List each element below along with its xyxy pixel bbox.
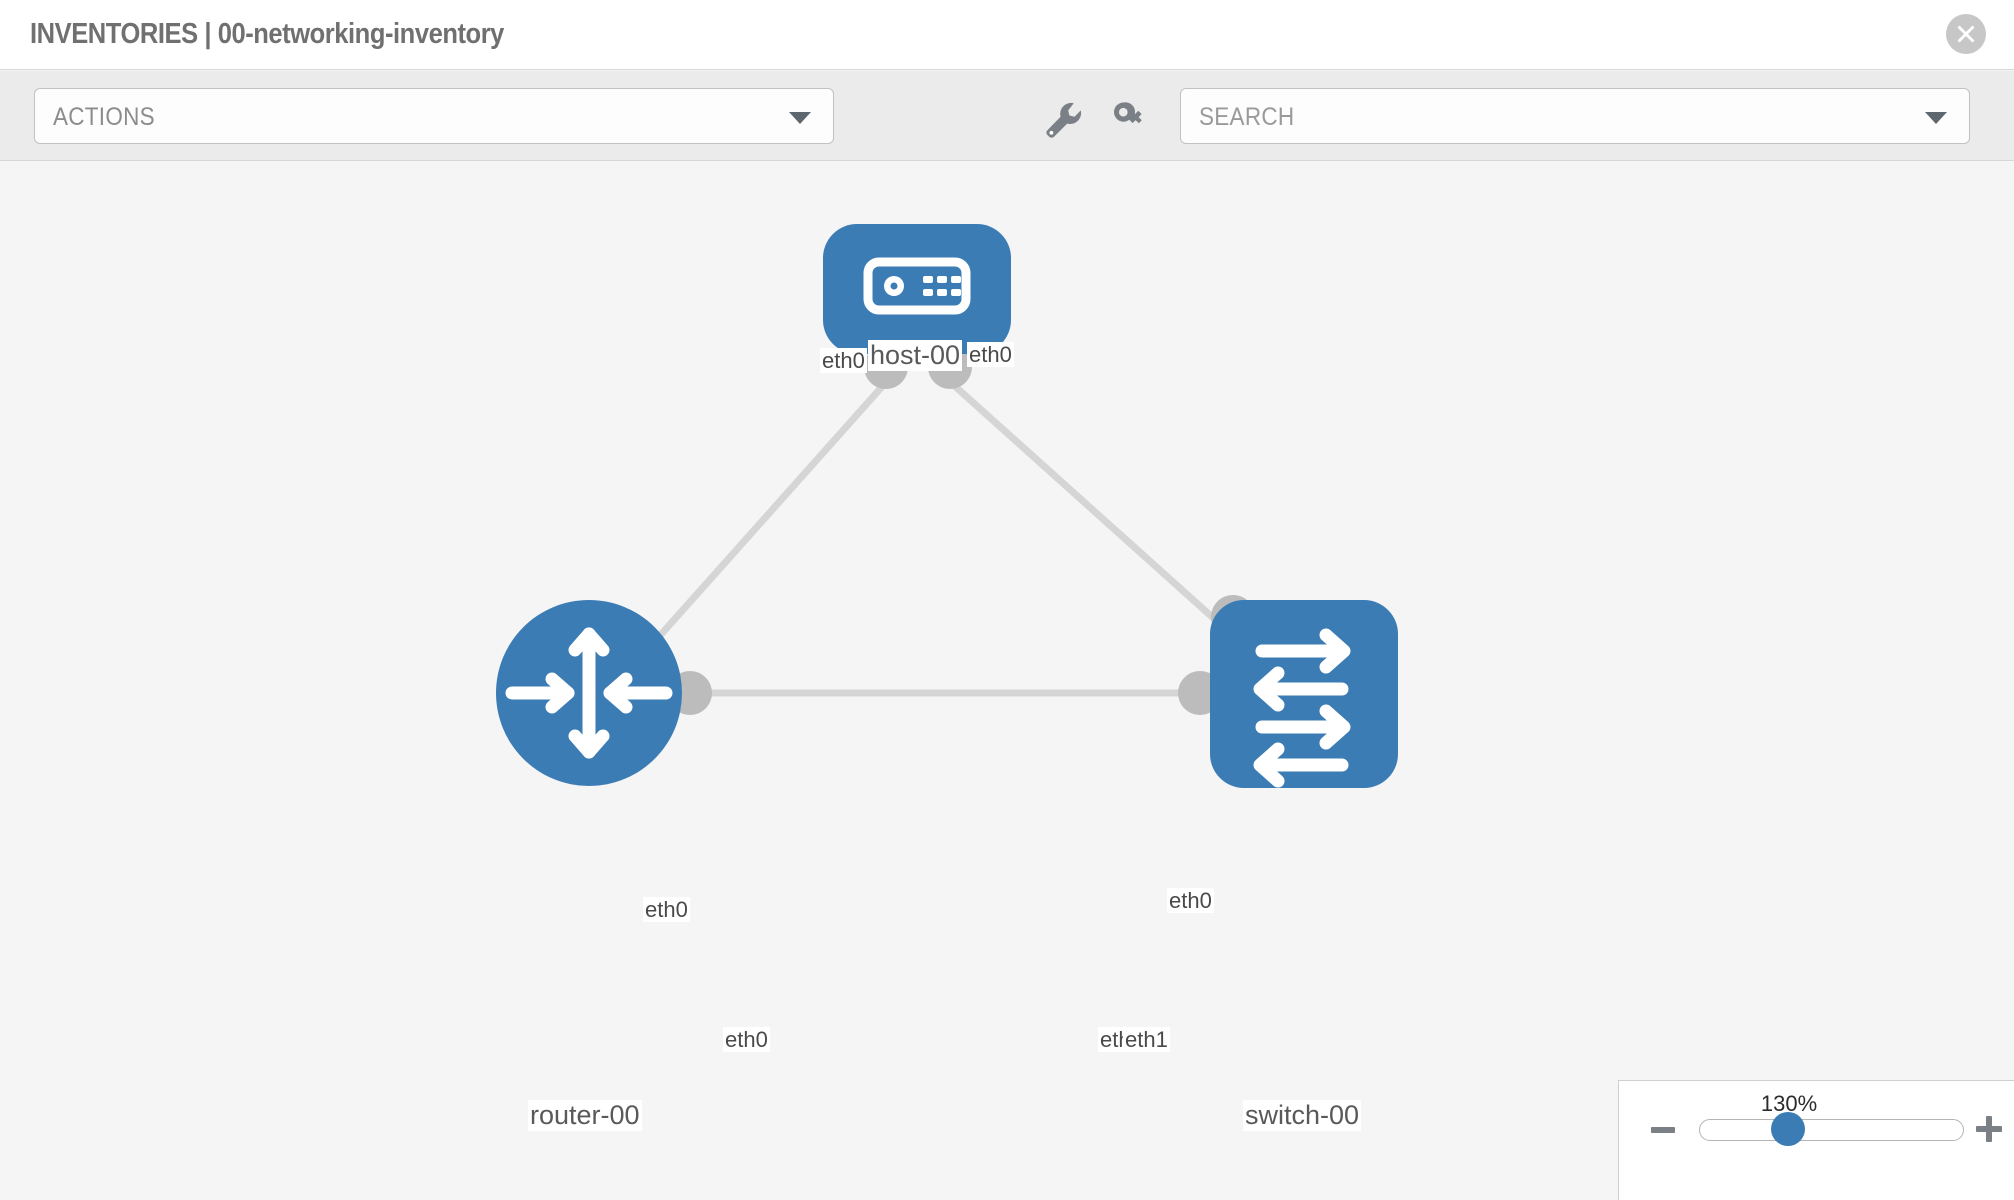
iface-label-switch-up: eth0 [1167,888,1214,914]
edge-host-router [637,377,891,661]
node-switch-00 [1210,600,1398,788]
zoom-level-value: 130% [1760,1091,1818,1116]
iface-label-host-right: eth0 [967,342,1014,368]
node-label-host-00: host-00 [868,340,963,372]
edge-host-switch [945,377,1243,645]
switch-icon [1253,628,1351,788]
server-icon [863,257,971,315]
topology-graph [496,224,1398,788]
actions-dropdown-label: ACTIONS [53,103,155,131]
page-header: INVENTORIES | 00-networking-inventory [0,0,2014,70]
zoom-in-button[interactable] [1976,1116,2002,1142]
wrench-icon[interactable] [1040,99,1086,139]
node-host-00 [823,224,1011,354]
node-label-switch-00: switch-00 [1243,1100,1362,1132]
actions-dropdown[interactable]: ACTIONS [34,88,834,144]
zoom-slider-thumb[interactable] [1771,1112,1805,1146]
topology-edges [637,377,1243,697]
search-placeholder: SEARCH [1199,103,1295,131]
router-icon [505,627,673,759]
iface-label-host-left: eth0 [820,348,867,374]
node-label-router-00: router-00 [528,1100,642,1132]
iface-label-router-right: eth0 [723,1027,770,1053]
search-input[interactable]: SEARCH [1180,88,1970,144]
zoom-slider-track[interactable] [1699,1119,1964,1141]
zoom-out-button[interactable] [1651,1127,1675,1133]
iface-label-switch-left: eth1 [1123,1027,1170,1053]
node-router-00 [496,600,682,786]
toolbar: ACTIONS SEARCH [0,71,2014,161]
close-icon[interactable] [1946,14,1986,54]
zoom-control-panel: 130% [1618,1080,2014,1200]
iface-label-router-up: eth0 [643,897,690,923]
chevron-down-icon[interactable] [1925,112,1947,124]
page-title: INVENTORIES | 00-networking-inventory [30,18,504,50]
topology-canvas[interactable]: eth0 eth0 eth0 eth0 eth0 eth0 eth1 host-… [0,162,2014,1200]
key-icon[interactable] [1110,99,1156,139]
chevron-down-icon [789,112,811,124]
